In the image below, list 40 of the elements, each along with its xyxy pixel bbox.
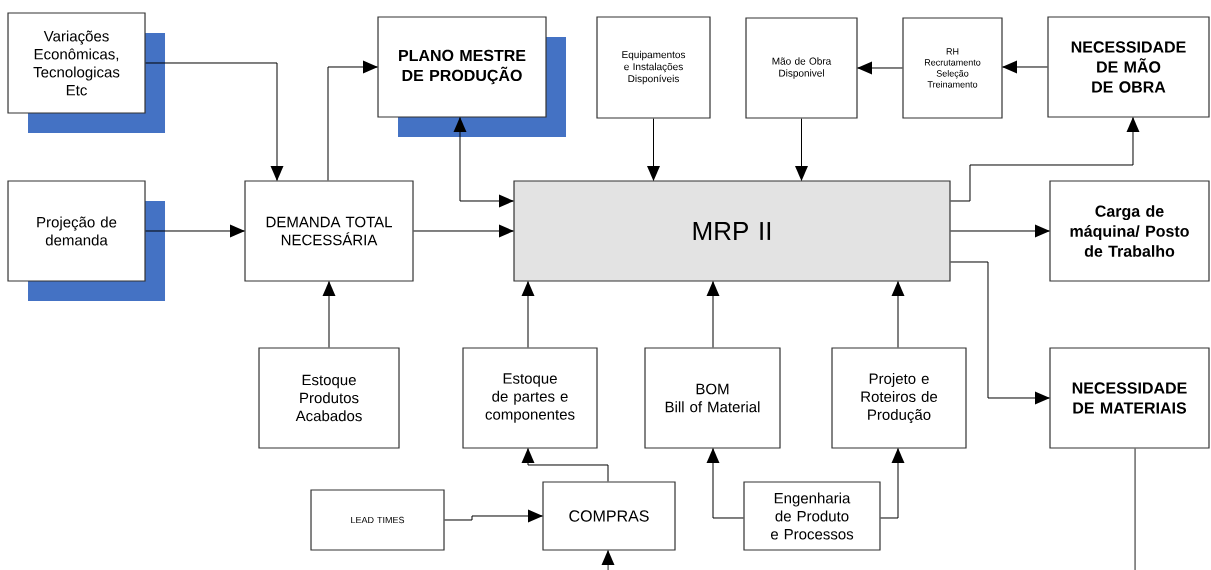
process-box: Engenharia de Produto e Processos bbox=[743, 481, 881, 551]
arrow bbox=[706, 448, 744, 519]
arrow bbox=[521, 281, 535, 348]
arrow bbox=[521, 448, 609, 482]
arrow bbox=[327, 60, 378, 181]
arrow bbox=[601, 550, 615, 570]
process-box: Variações Econômicas, Tecnologicas Etc bbox=[7, 12, 146, 114]
process-box: Mão de Obra Disponivel bbox=[745, 17, 858, 119]
process-box: Equipamentos e Instalações Disponíveis bbox=[596, 16, 711, 119]
arrow bbox=[444, 509, 543, 523]
process-box: Projeto e Roteiros de Produção bbox=[831, 347, 967, 449]
process-box: MRP II bbox=[513, 180, 951, 282]
arrow bbox=[950, 224, 1050, 238]
process-box: DEMANDA TOTAL NECESSÁRIA bbox=[244, 180, 414, 282]
arrow bbox=[413, 224, 514, 238]
arrow bbox=[880, 448, 905, 519]
arrow bbox=[795, 118, 808, 181]
arrow bbox=[1002, 60, 1048, 74]
process-box: NECESSIDADE DE MÃO DE OBRA bbox=[1047, 16, 1210, 118]
process-box: Projeção de demanda bbox=[7, 180, 146, 282]
arrow bbox=[950, 261, 1050, 405]
process-box: BOM Bill of Material bbox=[644, 347, 781, 449]
arrow bbox=[950, 117, 1140, 202]
process-box: NECESSIDADE DE MATERIAIS bbox=[1049, 347, 1210, 449]
arrow bbox=[647, 118, 660, 181]
arrow bbox=[857, 61, 903, 75]
process-box: Estoque Produtos Acabados bbox=[258, 347, 400, 449]
arrow bbox=[145, 224, 245, 238]
process-box: Estoque de partes e componentes bbox=[462, 347, 598, 449]
process-box: PLANO MESTRE DE PRODUÇÃO bbox=[377, 16, 547, 118]
process-box: RH Recrutamento Seleção Treinamento bbox=[902, 17, 1003, 119]
arrow bbox=[706, 281, 720, 348]
arrow bbox=[322, 281, 336, 348]
process-box: Carga de máquina/ Posto de Trabalho bbox=[1049, 180, 1210, 282]
connector-line bbox=[1134, 448, 1136, 570]
process-box: LEAD TIMES bbox=[310, 489, 445, 551]
arrow bbox=[145, 62, 284, 181]
process-box: COMPRAS bbox=[542, 481, 676, 551]
arrow bbox=[453, 117, 514, 208]
arrow bbox=[891, 281, 905, 348]
